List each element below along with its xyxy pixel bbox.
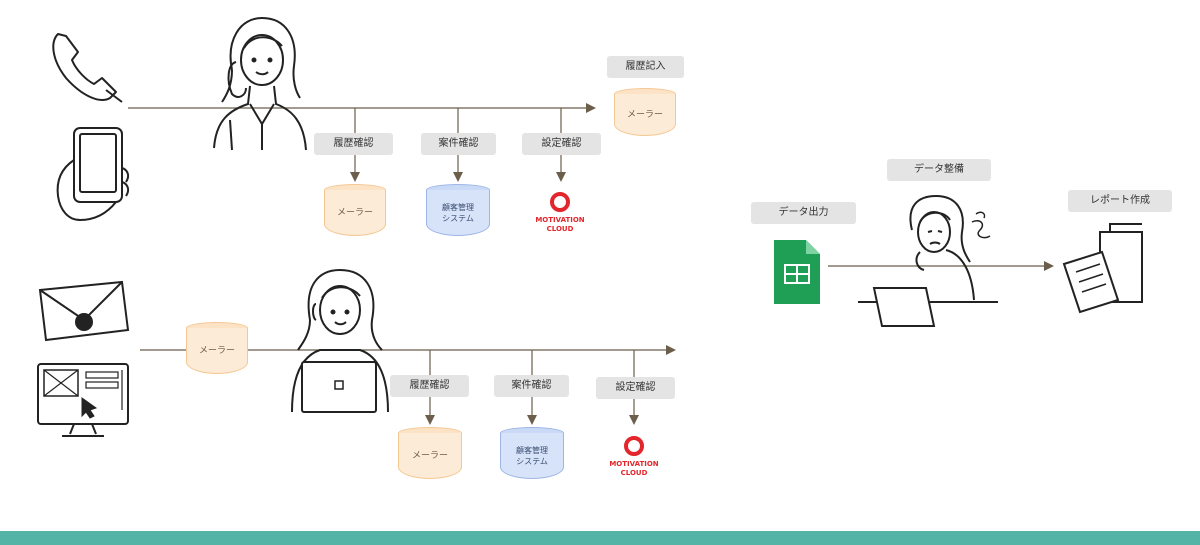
tag-data-prep: データ整備 [887,159,991,181]
tag-data-output: データ出力 [751,202,856,224]
tag-history-check-2: 履歴確認 [390,375,469,397]
mailer-db-input: メーラー [186,322,248,374]
tag-settings-check-2: 設定確認 [596,377,675,399]
sheets-icon [774,240,820,304]
tag-settings-check: 設定確認 [522,133,601,155]
phone-icon [52,33,123,103]
tag-case-check: 案件確認 [421,133,496,155]
smartphone-icon [56,127,130,222]
mailer-db-label: メーラー [198,345,235,356]
crm-db-label: 顧客管理 システム [442,203,474,223]
envelope-icon [38,280,130,342]
documents-icon [1062,223,1143,314]
motivation-cloud-logo-row2: MOTIVATION CLOUD [601,436,667,478]
motivation-cloud-ring-icon [624,436,644,456]
tag-history-check: 履歴確認 [314,133,393,155]
mailer-db-row1: メーラー [324,184,386,236]
motivation-cloud-logo-row1: MOTIVATION CLOUD [527,192,593,234]
web-form-monitor-icon [37,363,129,437]
worker-laptop-illustration [291,268,389,413]
worker-thinking-illustration [858,194,998,327]
tag-case-check-2: 案件確認 [494,375,569,397]
mailer-db-label: メーラー [411,450,448,461]
mailer-db-history-entry: メーラー [614,88,676,136]
footer-bar [0,531,1200,545]
worker-phone-illustration [213,16,307,151]
mailer-db-label: メーラー [626,109,663,120]
tag-report-create: レポート作成 [1068,190,1172,212]
mailer-db-label: メーラー [336,207,373,218]
motivation-cloud-text: MOTIVATION CLOUD [535,216,585,233]
crm-db-row2: 顧客管理 システム [500,427,564,479]
mailer-db-row2: メーラー [398,427,462,479]
crm-db-row1: 顧客管理 システム [426,184,490,236]
tag-history-entry: 履歴記入 [607,56,684,78]
crm-db-label: 顧客管理 システム [516,446,548,466]
motivation-cloud-ring-icon [550,192,570,212]
motivation-cloud-text: MOTIVATION CLOUD [609,460,659,477]
